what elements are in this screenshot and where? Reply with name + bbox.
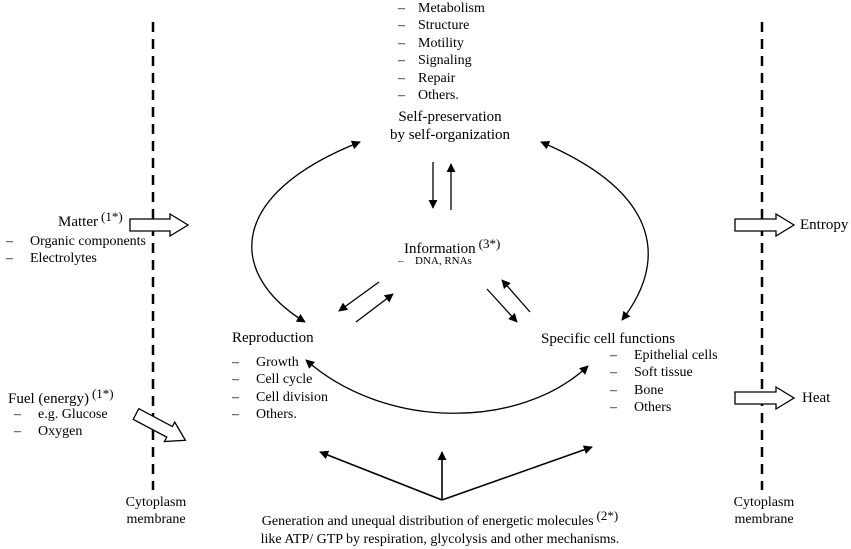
- energy-caption: Generation and unequal distribution of e…: [220, 507, 660, 549]
- fuel-text: Fuel (energy): [8, 391, 89, 407]
- list-item: Electrolytes: [6, 250, 146, 268]
- fuel-input-arrow: [132, 407, 187, 443]
- energy-caption-line1: Generation and unequal distribution of e…: [220, 507, 660, 531]
- self-preservation-title: Self-preservation by self-organization: [370, 108, 530, 144]
- cycle-arrow-self-to-reproduction: [251, 140, 361, 323]
- list-item: DNA, RNAs: [398, 254, 472, 268]
- energy-to-reproduction-arrow: [319, 450, 443, 501]
- list-item: Structure: [398, 17, 485, 35]
- self-preservation-list: Metabolism Structure Motility Signaling …: [398, 0, 485, 105]
- list-item: Others.: [398, 87, 485, 105]
- list-item: Repair: [398, 70, 485, 88]
- list-item: Growth: [232, 354, 328, 372]
- list-item: Bone: [610, 382, 718, 400]
- information-text: Information: [404, 241, 476, 257]
- energy-note: (2*): [596, 508, 619, 523]
- energy-text-1: Generation and unequal distribution of e…: [261, 514, 594, 529]
- left-membrane-line2: membrane: [126, 512, 186, 527]
- entropy-label: Entropy: [800, 217, 849, 233]
- fuel-note: (1*): [91, 386, 114, 401]
- specific-functions-list: Epithelial cells Soft tissue Bone Others: [610, 347, 718, 417]
- list-item: Signaling: [398, 52, 485, 70]
- right-membrane-line2: membrane: [734, 512, 794, 527]
- list-item: Organic components: [6, 233, 146, 251]
- matter-list: Organic components Electrolytes: [6, 233, 146, 268]
- self-preservation-title-line2: by self-organization: [389, 127, 511, 143]
- left-membrane-line1: Cytoplasm: [125, 495, 187, 510]
- fuel-list: e.g. Glucose Oxygen: [14, 406, 108, 441]
- cycle-arrow-reproduction-to-specific: [305, 359, 589, 414]
- list-item: Cell cycle: [232, 371, 328, 389]
- list-item: Metabolism: [398, 0, 485, 18]
- matter-text: Matter: [58, 214, 98, 230]
- list-item: Soft tissue: [610, 364, 718, 382]
- left-membrane-label: Cytoplasm membrane: [112, 494, 200, 528]
- self-preservation-title-line1: Self-preservation: [398, 109, 502, 125]
- cycle-arrow-self-to-specific: [540, 141, 649, 321]
- specific-functions-title: Specific cell functions: [541, 331, 676, 347]
- list-item: Motility: [398, 35, 485, 53]
- heat-label: Heat: [802, 390, 831, 406]
- list-item: Others.: [232, 406, 328, 424]
- list-item: Oxygen: [14, 423, 108, 441]
- information-note: (3*): [478, 236, 501, 251]
- list-item: Epithelial cells: [610, 347, 718, 365]
- reproduction-title: Reproduction: [232, 330, 314, 346]
- heat-output-arrow: [734, 385, 796, 411]
- specific-to-info-arrow: [501, 279, 531, 313]
- matter-label: Matter(1*): [58, 208, 123, 231]
- energy-to-specific-arrow: [441, 445, 593, 501]
- fuel-label: Fuel (energy)(1*): [8, 385, 114, 408]
- list-item: e.g. Glucose: [14, 406, 108, 424]
- reproduction-to-info-arrow: [355, 293, 394, 323]
- info-to-reproduction-arrow: [338, 281, 380, 312]
- reproduction-list: Growth Cell cycle Cell division Others.: [232, 354, 328, 424]
- list-item: Cell division: [232, 389, 328, 407]
- information-label: Information(3*): [404, 235, 500, 258]
- matter-input-arrow: [129, 212, 190, 238]
- info-to-specific-arrow: [486, 288, 518, 323]
- entropy-output-arrow: [734, 212, 796, 238]
- matter-note: (1*): [100, 209, 123, 224]
- information-list: DNA, RNAs: [398, 254, 472, 268]
- right-membrane-line1: Cytoplasm: [733, 495, 795, 510]
- list-item: Others: [610, 399, 718, 417]
- energy-caption-line2: like ATP/ GTP by respiration, glycolysis…: [260, 532, 620, 547]
- right-membrane-label: Cytoplasm membrane: [720, 494, 808, 528]
